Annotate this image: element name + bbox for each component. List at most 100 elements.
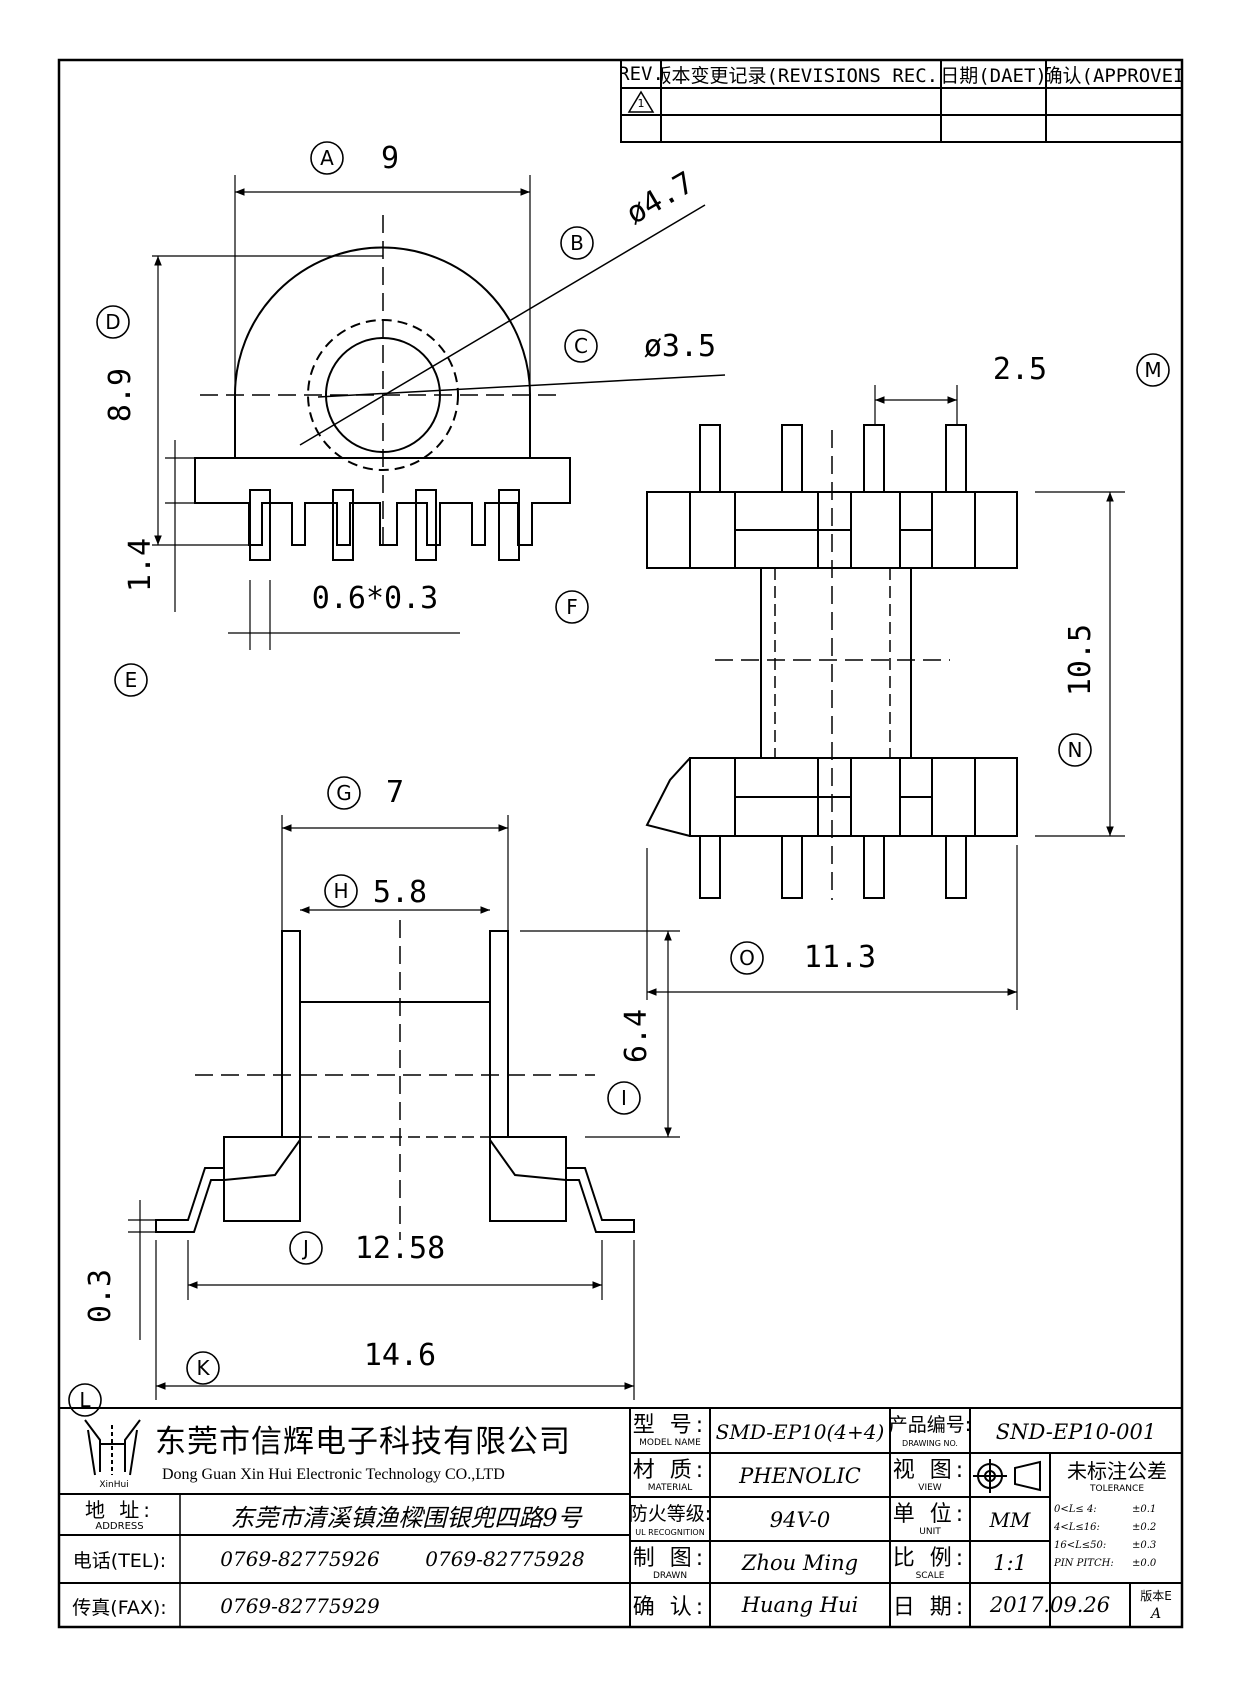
dim-C-value: ø3.5 bbox=[643, 328, 717, 364]
scale-label: 比 例: bbox=[892, 1546, 968, 1569]
callout-G: G bbox=[336, 781, 352, 805]
flame-value: 94V-0 bbox=[769, 1508, 831, 1532]
dim-K-value: 14.6 bbox=[363, 1337, 437, 1373]
callout-B: B bbox=[570, 231, 584, 255]
callout-K: K bbox=[196, 1356, 210, 1380]
rev-triangle-icon bbox=[627, 90, 655, 113]
material-value: PHENOLIC bbox=[739, 1464, 861, 1488]
company-name-en: Dong Guan Xin Hui Electronic Technology … bbox=[162, 1466, 505, 1483]
tolerance-range: 4<L≤16: bbox=[1054, 1521, 1100, 1533]
fax-value: 0769-82775929 bbox=[220, 1594, 380, 1618]
callout-E: E bbox=[124, 668, 138, 692]
unit-label: 单 位: bbox=[892, 1502, 968, 1525]
dim-A-value: 9 bbox=[380, 140, 400, 176]
title-block-grid bbox=[59, 1407, 1182, 1627]
version-label: 版本E bbox=[1140, 1588, 1172, 1603]
tolerance-title: 未标注公差 bbox=[1067, 1458, 1167, 1483]
tolerance-row: 0<L≤ 4: ±0.1 bbox=[1054, 1500, 1182, 1518]
flame-label: 防火等级: bbox=[630, 1502, 710, 1525]
dim-G-value: 7 bbox=[385, 774, 405, 810]
check-value: Huang Hui bbox=[741, 1593, 859, 1617]
front-view bbox=[155, 920, 635, 1240]
callout-circles bbox=[68, 141, 1170, 1417]
tolerance-range: PIN PITCH: bbox=[1054, 1557, 1114, 1569]
callout-I: I bbox=[621, 1086, 627, 1110]
dim-H-value: 5.8 bbox=[372, 874, 428, 910]
part-no-label: 产品编号: bbox=[890, 1413, 970, 1436]
callout-L: L bbox=[79, 1388, 91, 1412]
drawn-label: 制 图: bbox=[632, 1546, 708, 1569]
drawn-label-en: DRAWN bbox=[652, 1571, 688, 1581]
address-value: 东莞市清溪镇渔樑围银兜四路9号 bbox=[230, 1503, 582, 1532]
callout-O: O bbox=[739, 946, 755, 970]
revisions-header: 版本变更记录(REVISIONS REC.) bbox=[661, 64, 941, 87]
model-label: 型 号: bbox=[632, 1413, 708, 1436]
tolerance-value: ±0.0 bbox=[1132, 1557, 1157, 1569]
tolerance-range: 16<L≤50: bbox=[1054, 1539, 1107, 1551]
tel-2: 0769-82775928 bbox=[425, 1547, 585, 1571]
part-no-label-en: DRAWING NO. bbox=[902, 1438, 958, 1448]
callout-C: C bbox=[574, 334, 588, 358]
tolerance-title-en: TOLERANCE bbox=[1089, 1484, 1145, 1494]
unit-value: MM bbox=[989, 1508, 1031, 1532]
tolerance-row: 4<L≤16: ±0.2 bbox=[1054, 1518, 1182, 1536]
material-label-en: MATERIAL bbox=[647, 1483, 693, 1493]
part-no-value: SND-EP10-001 bbox=[995, 1419, 1157, 1444]
view-label: 视 图: bbox=[892, 1458, 968, 1481]
dim-M-value: 2.5 bbox=[992, 351, 1048, 387]
address-label-en: ADDRESS bbox=[95, 1520, 144, 1532]
callout-A: A bbox=[320, 146, 334, 170]
dim-E-value: 1.4 bbox=[122, 537, 158, 593]
dim-J-value: 12.58 bbox=[354, 1230, 446, 1266]
projection-icon bbox=[973, 1459, 1041, 1493]
callout-F: F bbox=[566, 595, 578, 619]
dim-I-value: 6.4 bbox=[618, 1008, 654, 1064]
model-value: SMD-EP10(4+4) bbox=[715, 1419, 885, 1444]
view-label-en: VIEW bbox=[918, 1483, 942, 1493]
scale-value: 1:1 bbox=[993, 1551, 1027, 1575]
version-value: A bbox=[1150, 1606, 1162, 1622]
rev-header: REV. bbox=[621, 63, 661, 85]
date-value: 2017.09.26 bbox=[989, 1593, 1111, 1617]
end-view bbox=[194, 204, 726, 561]
company-logo-icon bbox=[84, 1419, 141, 1476]
rev-mark: 1 bbox=[637, 96, 645, 110]
tel-label: 电话(TEL): bbox=[72, 1549, 167, 1572]
dim-D-value: 8.9 bbox=[102, 367, 138, 423]
tolerance-row: PIN PITCH: ±0.0 bbox=[1054, 1554, 1182, 1572]
tolerance-row: 16<L≤50: ±0.3 bbox=[1054, 1536, 1182, 1554]
callout-N: N bbox=[1067, 738, 1083, 762]
tolerance-value: ±0.2 bbox=[1132, 1521, 1157, 1533]
logo-text: XinHui bbox=[99, 1480, 129, 1490]
sheet-border bbox=[57, 58, 1184, 1629]
callout-M: M bbox=[1144, 358, 1162, 382]
material-label: 材 质: bbox=[632, 1458, 708, 1481]
flame-label-en: UL RECOGNITION bbox=[635, 1527, 705, 1537]
tolerance-table: 0<L≤ 4: ±0.1 4<L≤16: ±0.2 16<L≤50: ±0.3 … bbox=[1054, 1500, 1182, 1582]
callout-J: J bbox=[303, 1236, 309, 1260]
callout-D: D bbox=[105, 310, 121, 334]
unit-label-en: UNIT bbox=[919, 1527, 941, 1537]
date-label: 日 期: bbox=[892, 1595, 968, 1620]
date-header: 日期(DAET) bbox=[941, 64, 1046, 87]
scale-label-en: SCALE bbox=[915, 1571, 945, 1581]
tolerance-value: ±0.3 bbox=[1132, 1539, 1157, 1551]
tolerance-range: 0<L≤ 4: bbox=[1054, 1503, 1097, 1515]
dim-O-value: 11.3 bbox=[803, 939, 877, 975]
model-label-en: MODEL NAME bbox=[639, 1438, 701, 1448]
dim-F-value: 0.6*0.3 bbox=[311, 580, 439, 616]
check-label: 确 认: bbox=[632, 1595, 708, 1620]
fax-label: 传真(FAX): bbox=[72, 1596, 167, 1619]
drawn-value: Zhou Ming bbox=[741, 1551, 859, 1575]
company-name-cn: 东莞市信辉电子科技有限公司 bbox=[155, 1424, 571, 1458]
revision-table-grid bbox=[620, 59, 1183, 143]
address-label: 地 址: bbox=[84, 1497, 155, 1521]
tolerance-value: ±0.1 bbox=[1132, 1503, 1157, 1515]
approve-header: 确认(APPROVEI bbox=[1046, 64, 1182, 87]
tel-1: 0769-82775926 bbox=[220, 1547, 380, 1571]
callout-H: H bbox=[333, 879, 349, 903]
dim-L-value: 0.3 bbox=[82, 1268, 118, 1324]
side-view bbox=[645, 424, 1018, 900]
dim-N-value: 10.5 bbox=[1062, 623, 1098, 697]
